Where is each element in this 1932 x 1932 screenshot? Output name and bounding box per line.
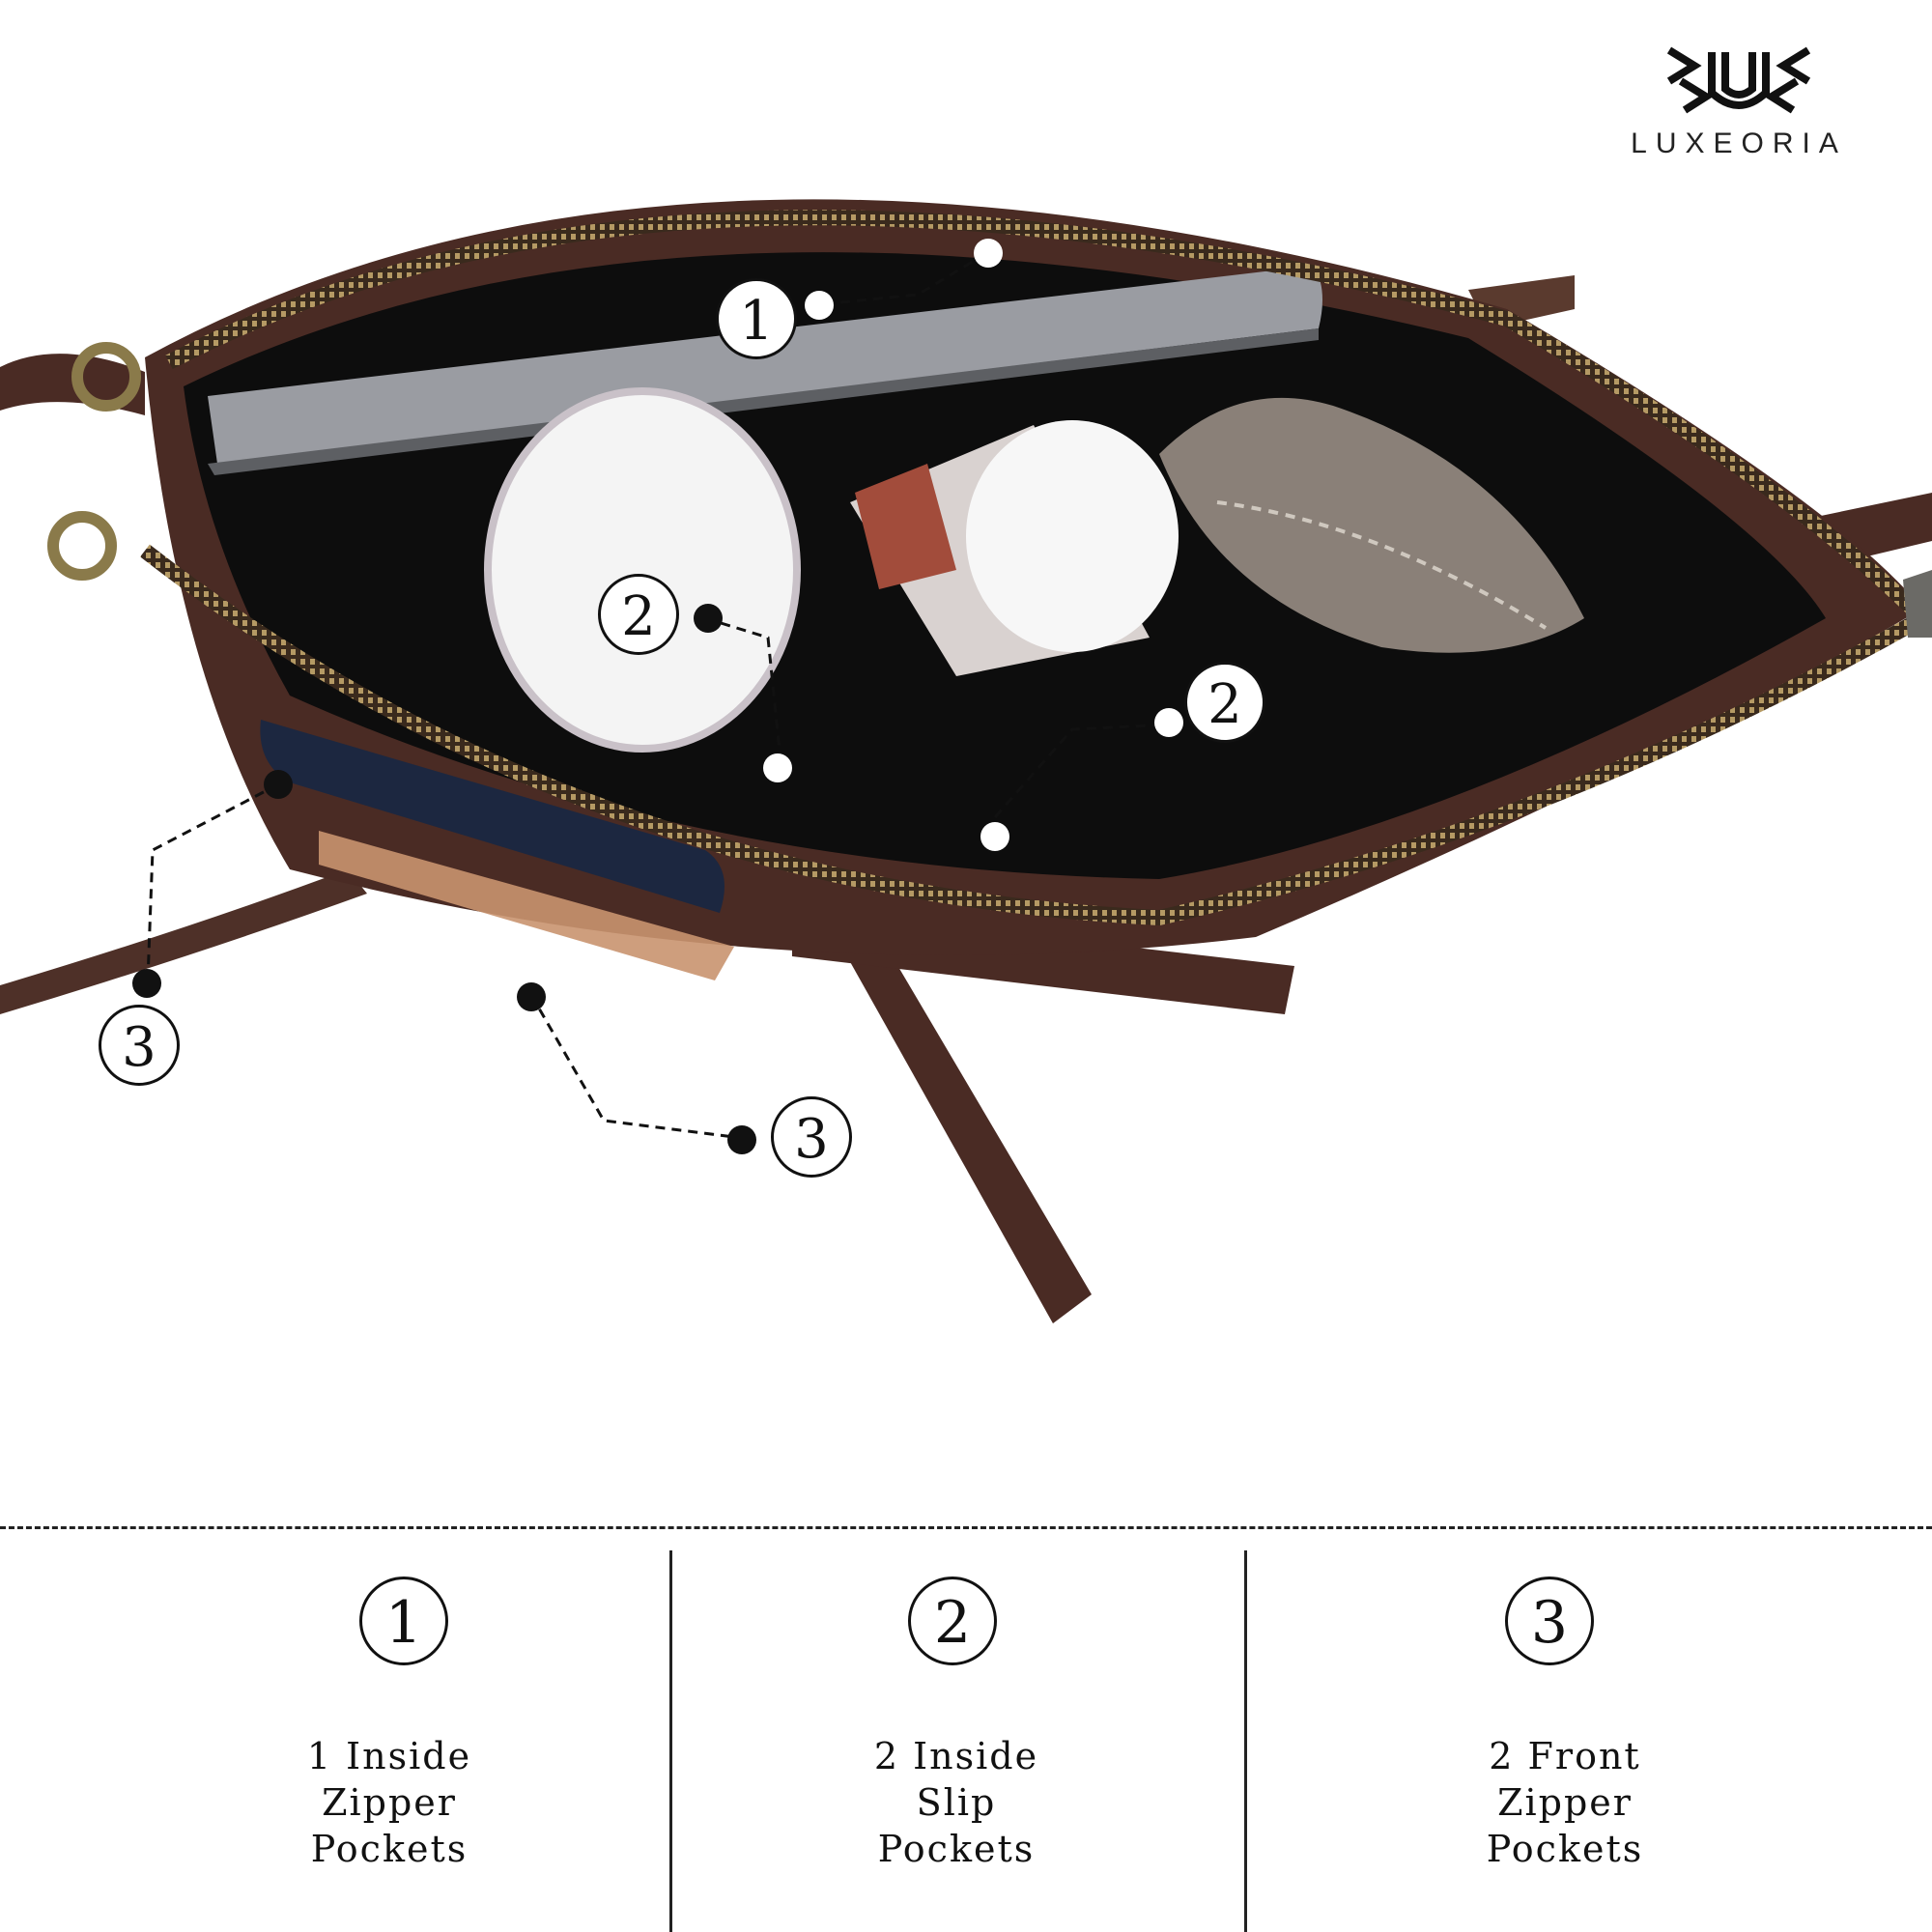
luxeoria-logo-icon (1666, 46, 1811, 114)
legend-line: 1 Inside (306, 1735, 472, 1777)
legend-number-1: 1 (359, 1577, 448, 1665)
bag-photo (0, 199, 1932, 1323)
callout-3a: 3 (99, 1005, 180, 1086)
legend-text-3: 2 Front Zipper Pockets (1372, 1733, 1758, 1872)
column-separator (1244, 1550, 1247, 1932)
legend-divider (0, 1526, 1932, 1529)
brand-name: LUXEORIA (1631, 128, 1847, 159)
legend-line: Zipper (322, 1781, 457, 1824)
legend-line: Slip (916, 1781, 997, 1824)
legend-text-1: 1 Inside Zipper Pockets (196, 1733, 582, 1872)
legend-text-2: 2 Inside Slip Pockets (763, 1733, 1150, 1872)
legend-line: Pockets (1486, 1828, 1644, 1870)
legend-line: 2 Inside (873, 1735, 1039, 1777)
legend-number-3: 3 (1505, 1577, 1594, 1665)
legend-line: 2 Front (1489, 1735, 1641, 1777)
legend-line: Pockets (310, 1828, 469, 1870)
callout-3b: 3 (771, 1096, 852, 1178)
legend-line: Pockets (877, 1828, 1036, 1870)
legend-number-2: 2 (908, 1577, 997, 1665)
callout-2b: 2 (1184, 662, 1265, 743)
callout-2a: 2 (598, 574, 679, 655)
legend-line: Zipper (1497, 1781, 1633, 1824)
callout-1: 1 (716, 278, 797, 359)
column-separator (669, 1550, 672, 1932)
